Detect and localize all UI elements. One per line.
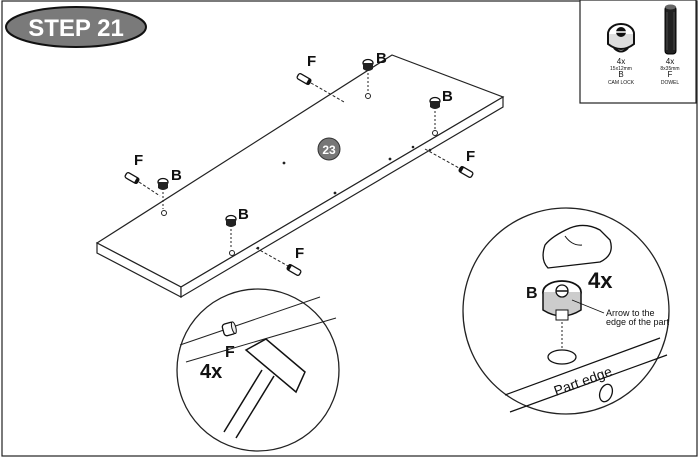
detail-left-letter: F bbox=[225, 344, 235, 361]
dowel-size: 8x35mm bbox=[660, 66, 679, 72]
cam-lock-left: B bbox=[157, 167, 182, 209]
dowel-callout: F bbox=[466, 148, 475, 165]
detail-cam-insert: B 4x Arrow to the edge of the part Part … bbox=[462, 207, 670, 415]
dowel-callout: F bbox=[295, 245, 304, 262]
detail-left-qty: 4x bbox=[200, 361, 222, 383]
dowel-right: F bbox=[424, 148, 475, 179]
cam-lock-callout: B bbox=[376, 50, 387, 67]
dowel-callout: F bbox=[134, 152, 143, 169]
dowel-icon bbox=[664, 4, 677, 55]
detail-hammer: F 4x bbox=[176, 288, 340, 452]
finger-icon bbox=[542, 224, 612, 269]
step-label: STEP 21 bbox=[28, 15, 124, 42]
arrow-note-line2: edge of the part bbox=[606, 317, 670, 327]
cam-lock-icon bbox=[607, 23, 635, 53]
detail-right-letter: B bbox=[526, 285, 538, 302]
detail-right-qty: 4x bbox=[588, 268, 613, 293]
dowel-name: DOWEL bbox=[661, 80, 680, 86]
part-number-badge: 23 bbox=[317, 137, 341, 161]
cam-lock-right: B bbox=[429, 88, 453, 129]
cam-lock-callout: B bbox=[171, 167, 182, 184]
cam-lock-code: B bbox=[618, 70, 623, 79]
part-number: 23 bbox=[322, 143, 336, 157]
cam-lock-callout: B bbox=[238, 206, 249, 223]
cam-lock-callout: B bbox=[442, 88, 453, 105]
cam-lock-bottom: B bbox=[225, 206, 249, 249]
dowel-qty: 4x bbox=[666, 57, 674, 66]
cam-lock-name: CAM LOCK bbox=[608, 80, 635, 86]
cam-lock-size: 15x12mm bbox=[610, 66, 632, 72]
cam-lock-top: B bbox=[362, 50, 387, 92]
cam-lock-detail-icon bbox=[542, 280, 582, 321]
dowel-left: F bbox=[124, 152, 161, 197]
cam-lock-qty: 4x bbox=[617, 57, 625, 66]
dowel-code: F bbox=[668, 70, 673, 79]
dowel-top-left: F bbox=[296, 53, 345, 103]
step-badge: STEP 21 bbox=[5, 6, 147, 48]
parts-box: 4x 15x12mm B CAM LOCK 4x 8x35mm F DOWEL bbox=[579, 0, 697, 104]
dowel-bottom: F bbox=[255, 245, 304, 277]
arrow-note-line1: Arrow to the bbox=[606, 308, 655, 318]
dowel-callout: F bbox=[307, 53, 316, 70]
board-panel bbox=[95, 54, 505, 299]
